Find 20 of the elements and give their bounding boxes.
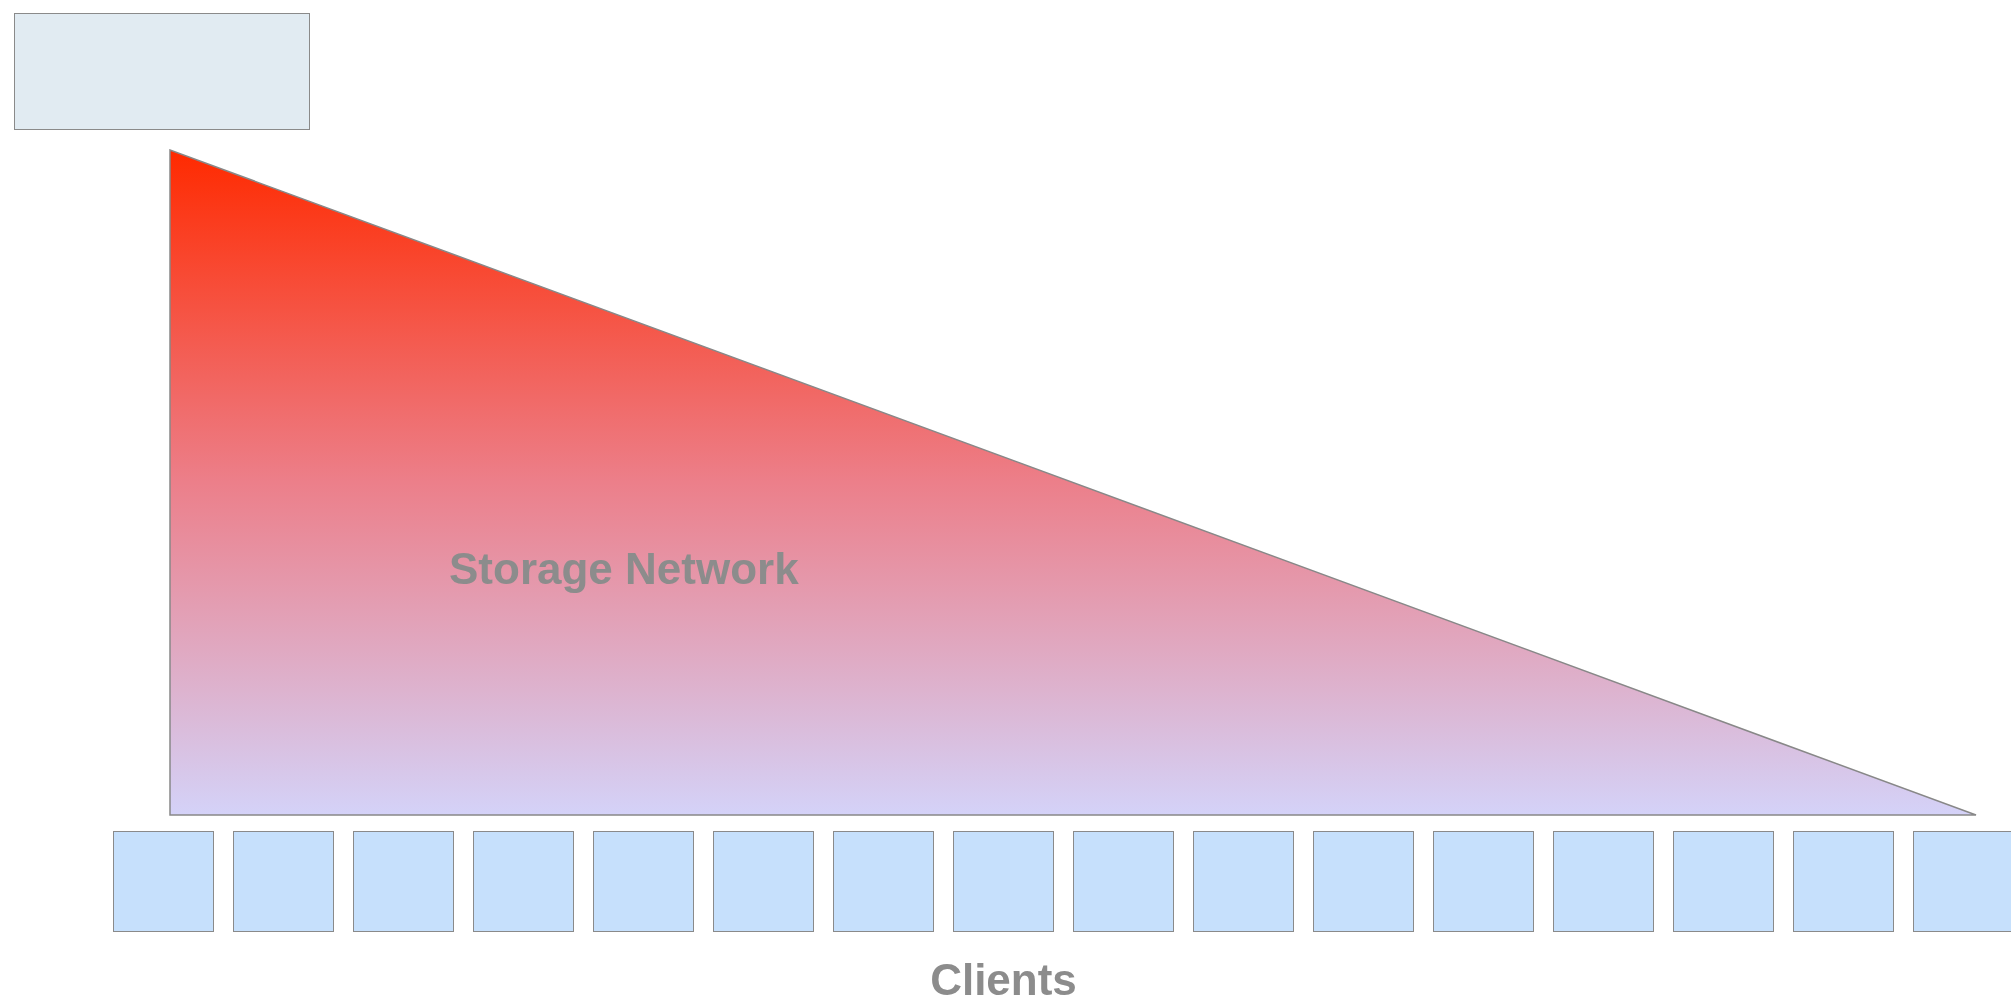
client-box	[1793, 831, 1894, 932]
client-box	[1913, 831, 2011, 932]
client-box	[353, 831, 454, 932]
client-box	[233, 831, 334, 932]
client-box	[593, 831, 694, 932]
client-box	[833, 831, 934, 932]
client-box	[953, 831, 1054, 932]
node-label: Storage Network	[449, 544, 799, 594]
client-box	[1073, 831, 1174, 932]
client-box	[1553, 831, 1654, 932]
client-box	[1193, 831, 1294, 932]
client-box	[1313, 831, 1414, 932]
empty-box	[14, 13, 310, 130]
client-box	[1673, 831, 1774, 932]
group-label: Clients	[929, 955, 1078, 1005]
client-box	[113, 831, 214, 932]
client-box	[1433, 831, 1534, 932]
client-box	[473, 831, 574, 932]
triangle-shape	[169, 149, 1977, 816]
client-box	[713, 831, 814, 932]
